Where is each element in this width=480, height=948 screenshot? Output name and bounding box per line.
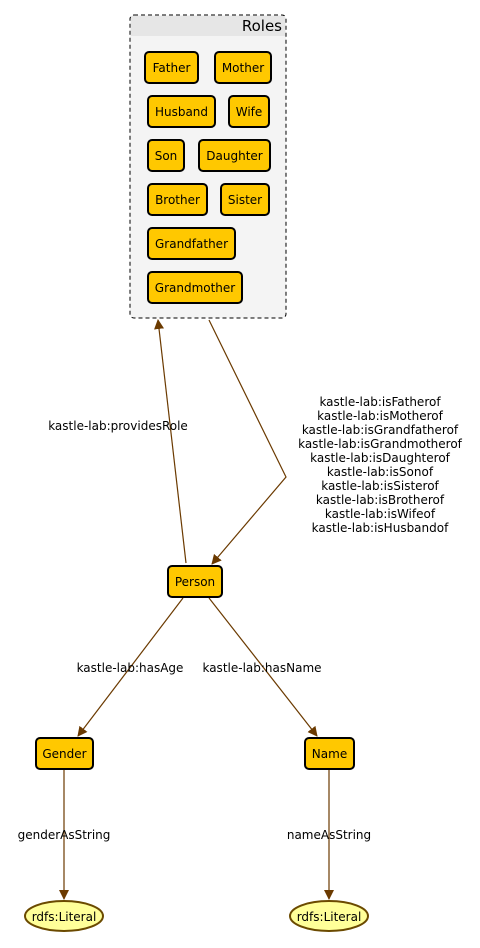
role-node-grandmother-label: Grandmother	[155, 281, 236, 295]
role-node-brother-label: Brother	[155, 193, 200, 207]
roles-group-header	[131, 16, 285, 36]
role-node-father[interactable]: Father	[144, 51, 199, 84]
role-node-daughter[interactable]: Daughter	[198, 139, 271, 172]
role-node-father-label: Father	[153, 61, 191, 75]
edge-label-gender-as-string: genderAsString	[18, 828, 111, 842]
role-node-wife[interactable]: Wife	[228, 95, 270, 128]
role-node-sister[interactable]: Sister	[220, 183, 270, 216]
role-node-mother[interactable]: Mother	[214, 51, 272, 84]
role-node-son[interactable]: Son	[147, 139, 185, 172]
node-name[interactable]: Name	[304, 737, 355, 770]
role-relation-label: kastle-lab:isBrotherof	[316, 493, 445, 507]
roles-group-title: Roles	[242, 17, 282, 35]
role-relation-label: kastle-lab:isGrandmotherof	[298, 437, 463, 451]
role-relation-label: kastle-lab:isSonof	[327, 465, 434, 479]
role-node-son-label: Son	[155, 149, 178, 163]
role-relation-label: kastle-lab:isMotherof	[317, 409, 443, 423]
edge-label-provides-role: kastle-lab:providesRole	[48, 419, 188, 433]
role-node-husband[interactable]: Husband	[147, 95, 216, 128]
role-node-grandfather[interactable]: Grandfather	[147, 227, 236, 260]
role-relation-label: kastle-lab:isHusbandof	[312, 521, 449, 535]
node-person-label: Person	[175, 575, 215, 589]
edge-label-has-name: kastle-lab:hasName	[202, 661, 321, 675]
role-node-daughter-label: Daughter	[206, 149, 263, 163]
role-relation-label: kastle-lab:isWifeof	[325, 507, 436, 521]
role-node-grandfather-label: Grandfather	[155, 237, 228, 251]
edge-has-age	[77, 597, 184, 737]
role-relation-label: kastle-lab:isGrandfatherof	[302, 423, 459, 437]
edge-label-name-as-string: nameAsString	[287, 828, 371, 842]
role-relation-label: kastle-lab:isSisterof	[321, 479, 439, 493]
node-literal-right[interactable]: rdfs:Literal	[289, 900, 369, 932]
role-relation-label: kastle-lab:isFatherof	[319, 395, 441, 409]
node-gender[interactable]: Gender	[35, 737, 94, 770]
node-gender-label: Gender	[42, 747, 86, 761]
role-node-mother-label: Mother	[222, 61, 264, 75]
role-node-wife-label: Wife	[236, 105, 263, 119]
role-relation-label: kastle-lab:isDaughterof	[310, 451, 451, 465]
role-node-brother[interactable]: Brother	[147, 183, 208, 216]
role-node-grandmother[interactable]: Grandmother	[147, 271, 243, 304]
node-name-label: Name	[312, 747, 347, 761]
edge-role-relations	[208, 319, 287, 565]
node-literal-left[interactable]: rdfs:Literal	[24, 900, 104, 932]
edge-label-role-relations: kastle-lab:isFatherof kastle-lab:isMothe…	[298, 395, 463, 535]
node-literal-left-label: rdfs:Literal	[32, 910, 97, 924]
node-literal-right-label: rdfs:Literal	[297, 910, 362, 924]
edge-label-has-age: kastle-lab:hasAge	[77, 661, 184, 675]
node-person[interactable]: Person	[167, 565, 223, 598]
role-node-husband-label: Husband	[155, 105, 208, 119]
edge-provides-role	[154, 319, 187, 564]
role-node-sister-label: Sister	[228, 193, 262, 207]
edge-has-name	[208, 597, 318, 737]
